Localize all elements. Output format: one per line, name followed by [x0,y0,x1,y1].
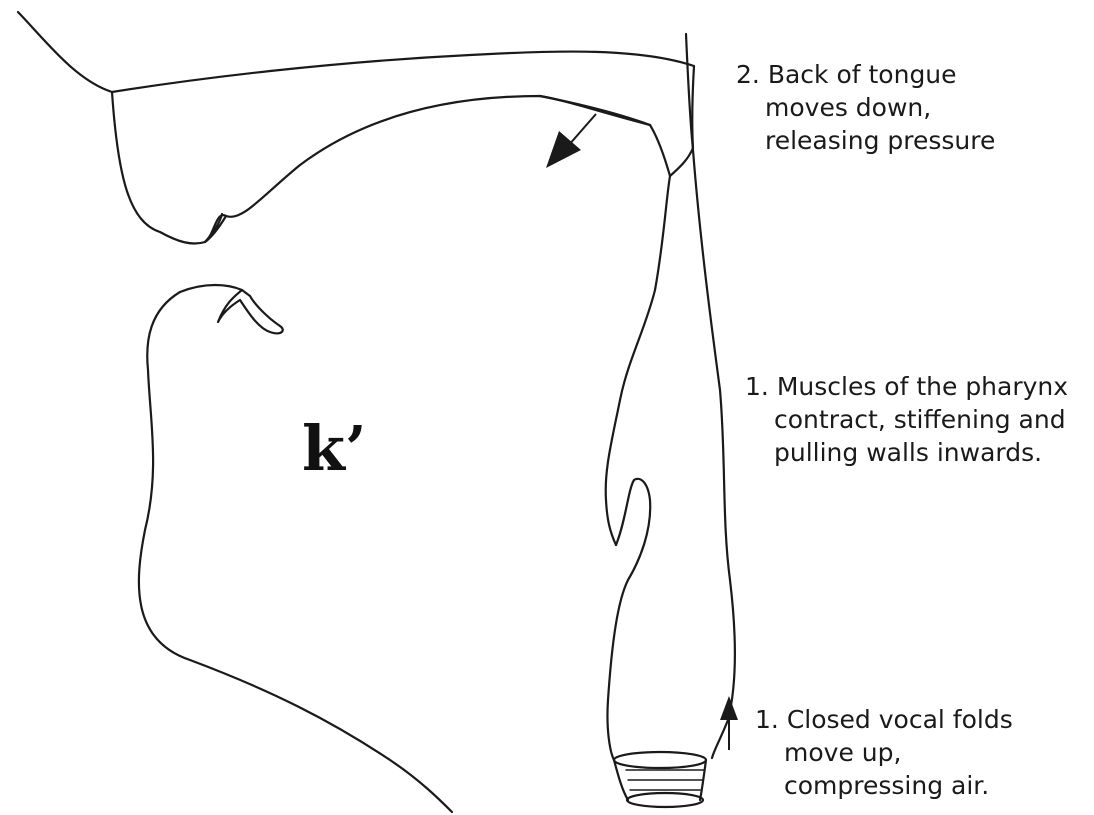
tongue-down-arrow [546,114,596,168]
annotation-line: pulling walls inwards. [745,436,1068,469]
annotation-vocal-folds: 1. Closed vocal folds move up, compressi… [755,703,1013,802]
upper-teeth-outline [205,214,226,242]
annotation-line: moves down, [736,91,995,124]
annotation-pharynx: 1. Muscles of the pharynx contract, stif… [745,370,1068,469]
annotation-line: compressing air. [755,769,1013,802]
annotation-tongue: 2. Back of tongue moves down, releasing … [736,58,995,157]
vocal-folds-up-arrow [720,696,738,750]
annotation-line: Back of tongue [768,60,957,89]
annotation-line: contract, stiffening and [745,403,1068,436]
pharynx-back-wall [686,34,735,758]
annotation-number: 2. [736,60,760,89]
annotation-line: Closed vocal folds [787,705,1013,734]
epiglottis-outline [607,479,650,760]
larynx-bottom [627,793,703,807]
annotation-number: 1. [755,705,779,734]
ejective-symbol: k’ [302,418,367,480]
nasal-cavity-outline [18,12,694,244]
pharynx-front-wall [606,176,670,545]
jaw-outline [139,285,452,812]
annotation-number: 1. [745,372,769,401]
vocal-folds-top [614,752,706,768]
annotation-line: Muscles of the pharynx [777,372,1068,401]
annotation-line: releasing pressure [736,124,995,157]
lower-teeth-outline [218,290,283,333]
annotation-line: move up, [755,736,1013,769]
